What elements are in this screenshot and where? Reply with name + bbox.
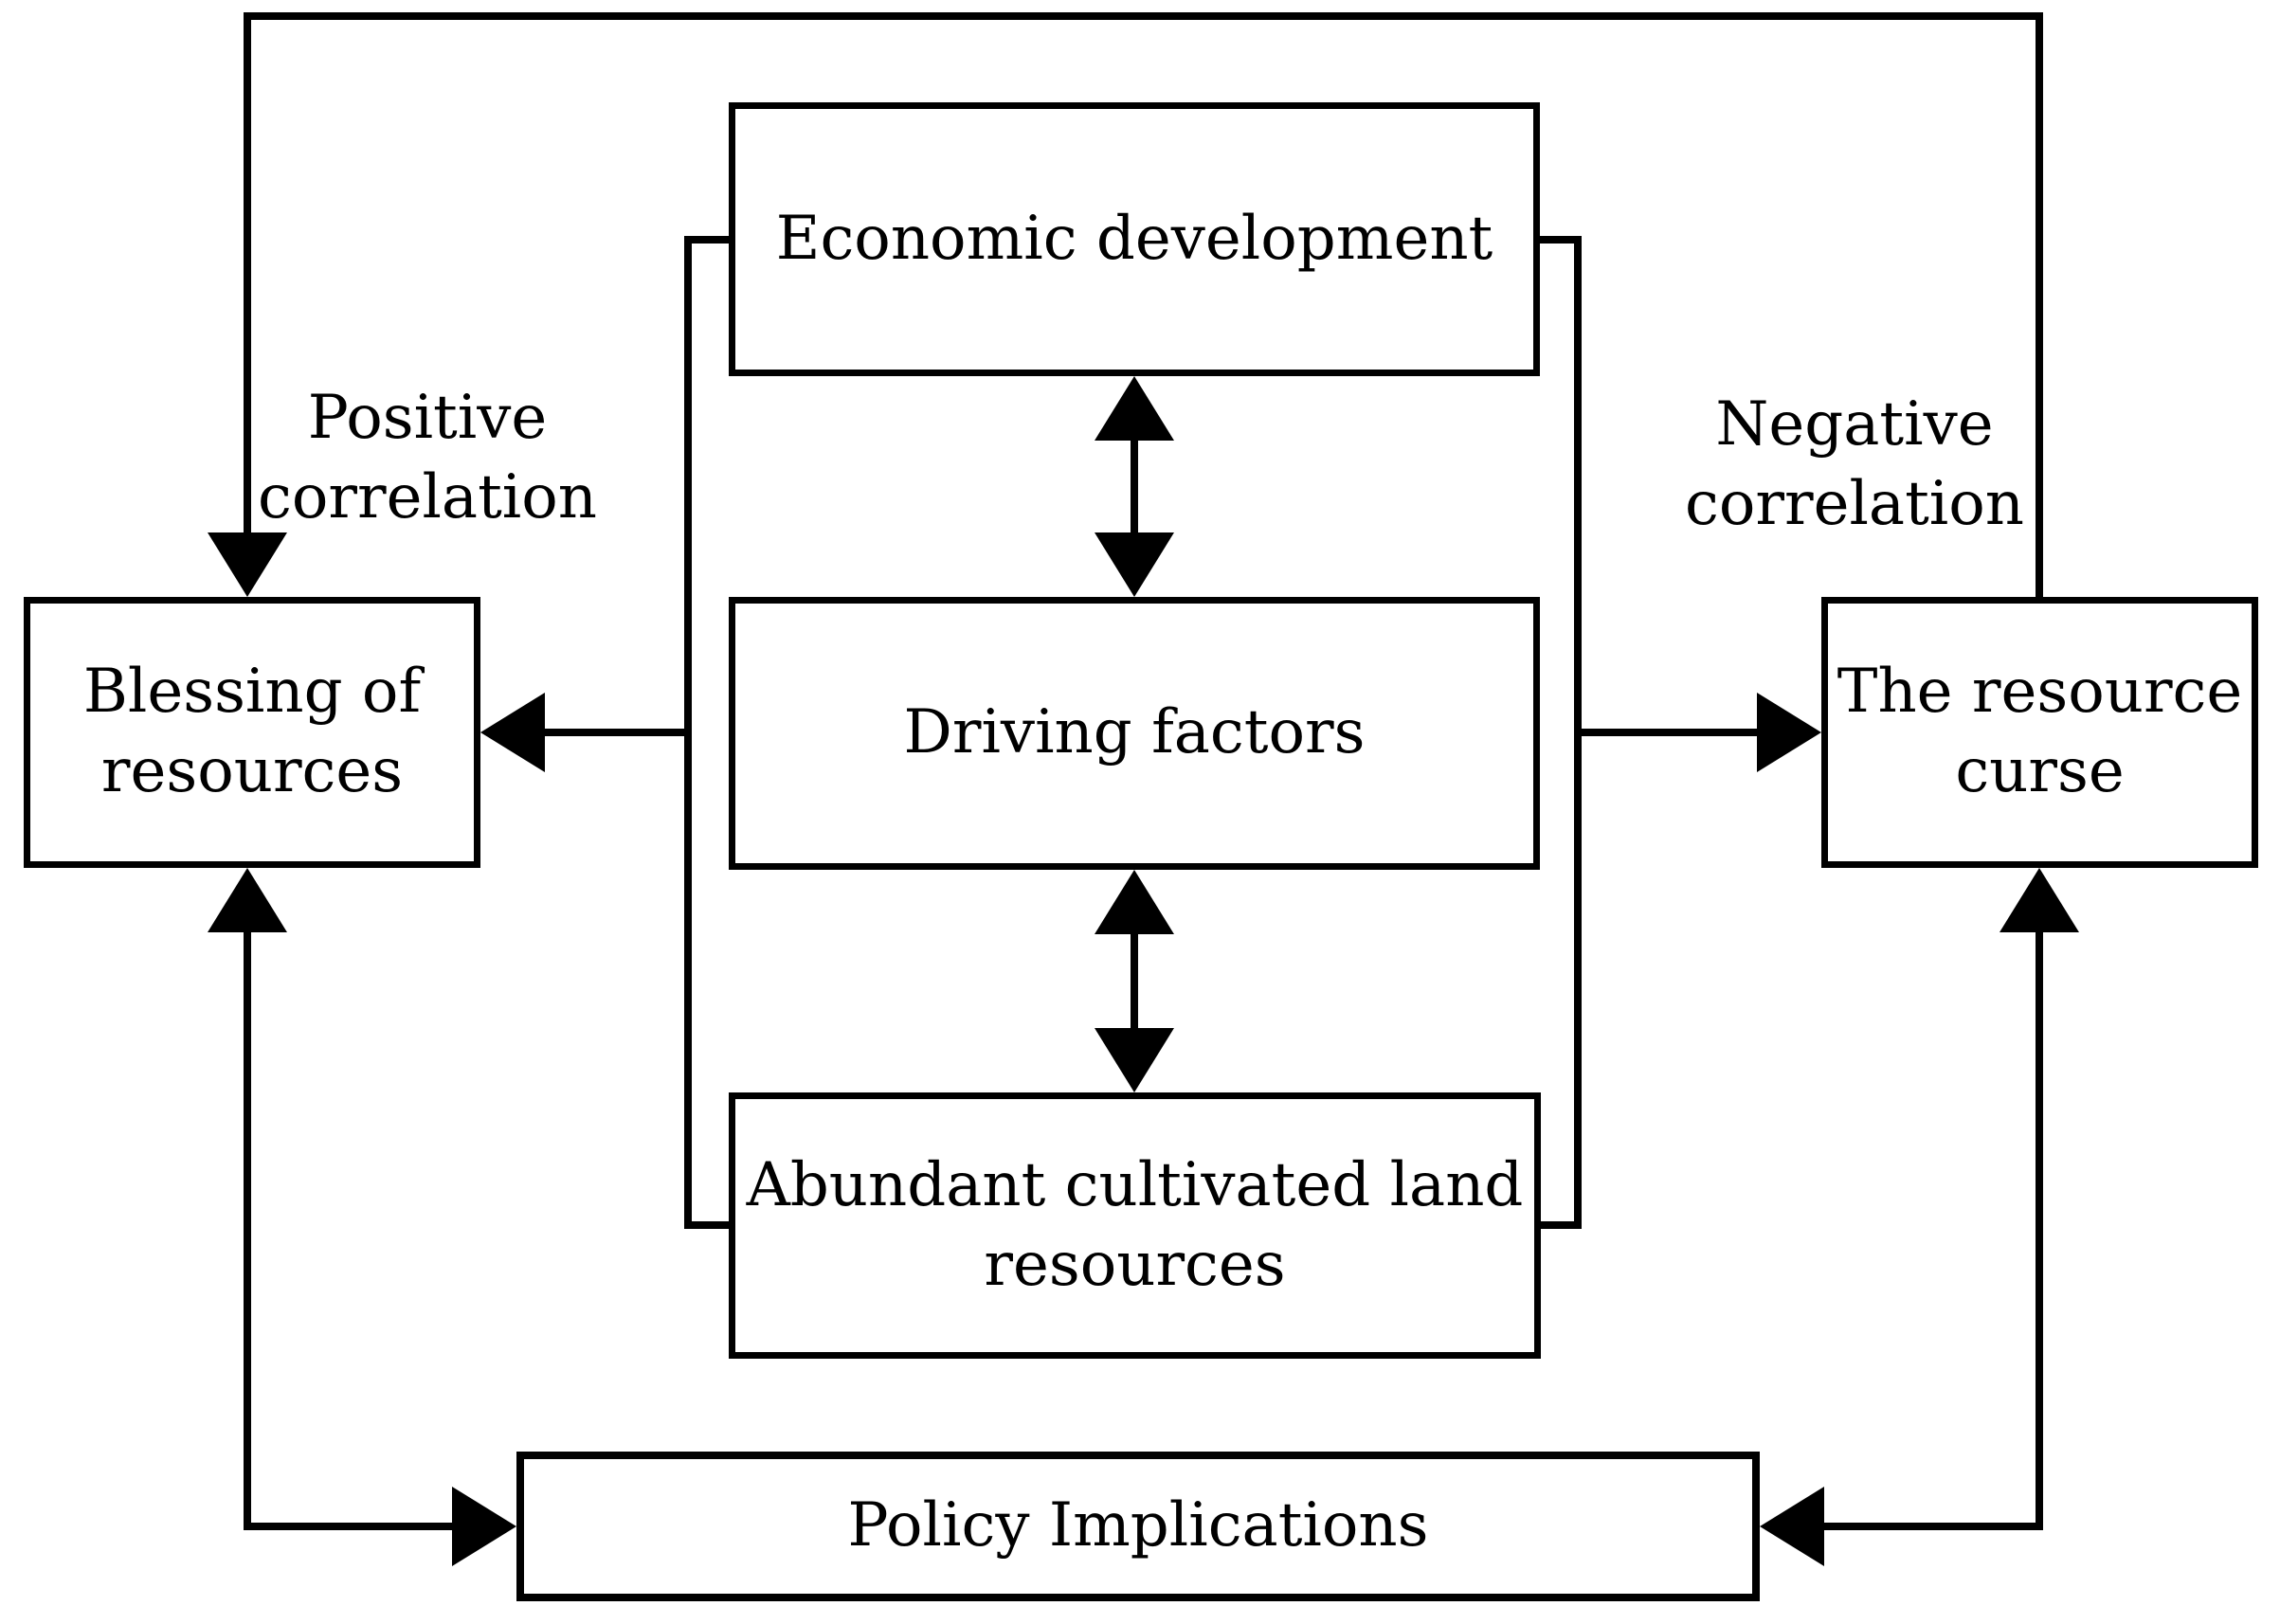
right-bracket-bottom-connector [1533, 1221, 1582, 1229]
arrowhead-left-icon [480, 693, 545, 772]
arrowhead-down-icon [208, 532, 287, 597]
left-bracket-top-connector [684, 236, 735, 244]
node-policy-implications-label: Policy Implications [847, 1490, 1429, 1561]
node-economic-development-label: Economic development [775, 203, 1493, 274]
node-economic-development: Economic development [729, 102, 1540, 376]
node-driving-factors-label: Driving factors [903, 697, 1366, 768]
positive-correlation-label: Positive correlation [258, 383, 597, 532]
arrowhead-down-icon [1095, 532, 1174, 597]
right-bracket-top-connector [1533, 236, 1582, 244]
arrowhead-up-icon [1095, 870, 1174, 934]
blessing-policy-vertical-line [244, 927, 251, 1530]
arrowhead-left-icon [1760, 1487, 1824, 1566]
left-bracket-bottom-connector [684, 1221, 735, 1229]
arrow-to-blessing-line [535, 729, 692, 736]
arrowhead-right-icon [452, 1487, 516, 1566]
node-the-resource-curse: The resource curse [1821, 597, 2258, 868]
node-driving-factors: Driving factors [729, 597, 1540, 870]
top-frame-line [244, 12, 2043, 20]
node-the-resource-curse-label: The resource curse [1837, 657, 2243, 806]
node-blessing-of-resources: Blessing of resources [24, 597, 480, 868]
arrowhead-up-icon [208, 868, 287, 932]
negative-correlation-label: Negative correlation [1685, 389, 2024, 539]
positive-correlation-line [244, 12, 251, 538]
arrow-to-curse-line [1574, 729, 1761, 736]
node-blessing-of-resources-label: Blessing of resources [82, 657, 422, 806]
arrowhead-up-icon [2000, 868, 2079, 932]
node-abundant-cultivated-land-resources-label: Abundant cultivated land resources [746, 1149, 1524, 1300]
curse-policy-vertical-line [2036, 927, 2043, 1530]
blessing-policy-horizontal-line [244, 1523, 456, 1530]
negative-correlation-line [2036, 12, 2043, 601]
arrowhead-down-icon [1095, 1028, 1174, 1092]
double-arrow-driving-abundant-line [1131, 929, 1138, 1035]
arrowhead-right-icon [1757, 693, 1821, 772]
double-arrow-econ-driving-line [1131, 435, 1138, 539]
curse-policy-horizontal-line [1820, 1523, 2043, 1530]
node-abundant-cultivated-land-resources: Abundant cultivated land resources [729, 1092, 1541, 1359]
node-policy-implications: Policy Implications [516, 1452, 1760, 1601]
arrowhead-up-icon [1095, 376, 1174, 441]
